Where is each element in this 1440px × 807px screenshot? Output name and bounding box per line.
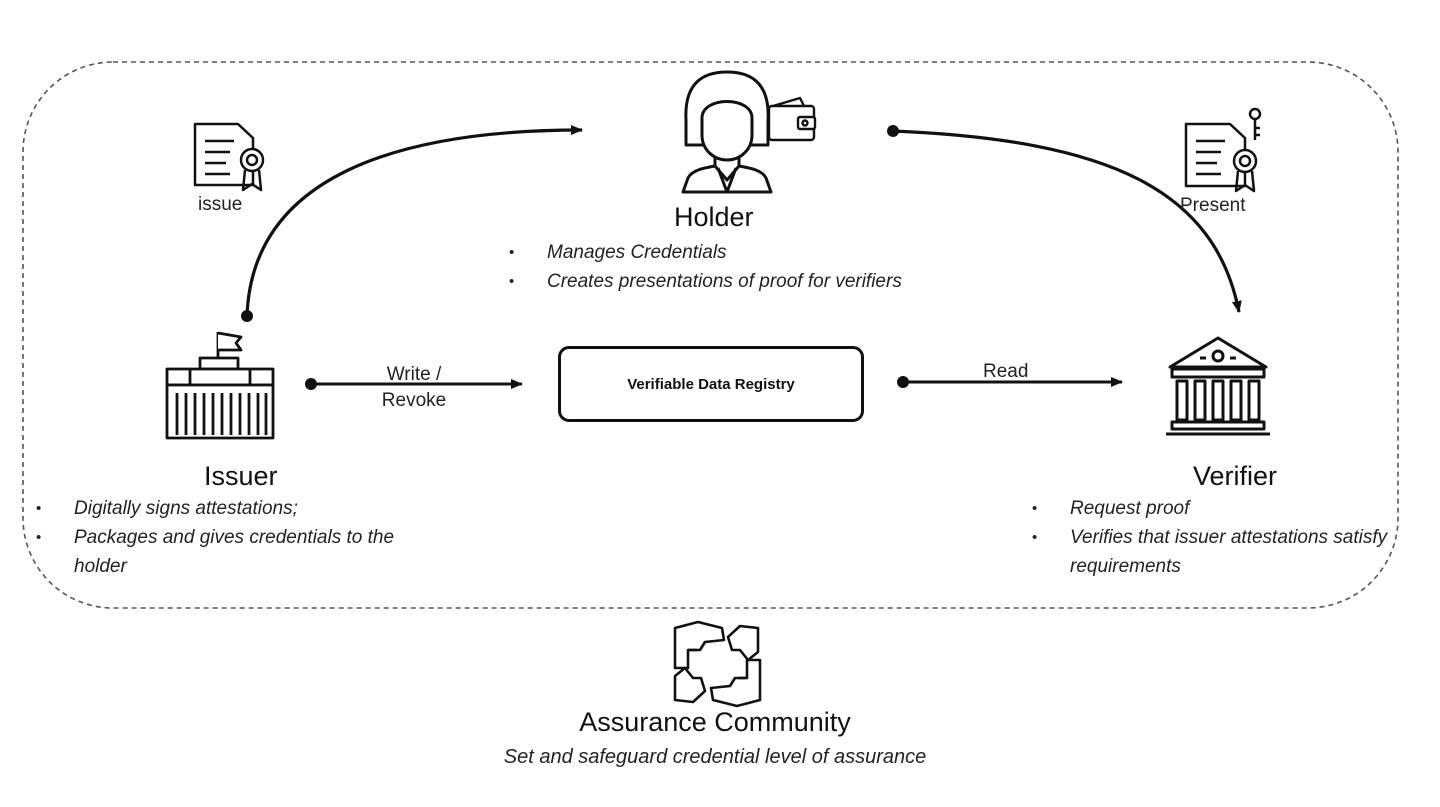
person-icon: [681, 70, 773, 194]
list-item: Manages Credentials: [509, 238, 919, 267]
present-arrow: [887, 125, 1242, 313]
read-arrow: [897, 376, 1123, 388]
issue-arrow: [241, 125, 583, 322]
issuer-bullets: Digitally signs attestations; Packages a…: [36, 494, 436, 581]
list-item: Digitally signs attestations;: [36, 494, 436, 523]
holder-bullets: Manages Credentials Creates presentation…: [509, 238, 919, 296]
bank-building-icon: [1166, 336, 1270, 436]
certificate-icon: [193, 122, 265, 192]
read-label: Read: [983, 361, 1029, 382]
issuer-title: Issuer: [204, 461, 278, 491]
present-label: Present: [1180, 195, 1246, 216]
verifiable-data-registry-box: Verifiable Data Registry: [558, 346, 864, 422]
community-title: Assurance Community: [579, 707, 851, 737]
list-item: Creates presentations of proof for verif…: [509, 267, 919, 296]
joined-hands-icon: [673, 620, 762, 708]
list-item: Request proof: [1032, 494, 1402, 523]
wallet-icon: [767, 96, 817, 142]
list-item: Packages and gives credentials to the ho…: [36, 523, 436, 581]
holder-title: Holder: [674, 202, 754, 232]
registry-label: Verifiable Data Registry: [627, 375, 795, 393]
list-item: Verifies that issuer attestations satisf…: [1032, 523, 1402, 581]
certificate-key-icon: [1184, 107, 1262, 193]
write-revoke-label: Write / Revoke: [381, 364, 447, 411]
issue-label: issue: [198, 194, 243, 215]
building-flag-icon: [165, 331, 275, 440]
verifier-title: Verifier: [1193, 461, 1278, 491]
ecosystem-boundary: [22, 61, 1399, 609]
write-revoke-arrow: [305, 378, 523, 390]
community-subtitle: Set and safeguard credential level of as…: [503, 746, 927, 768]
verifier-bullets: Request proof Verifies that issuer attes…: [1032, 494, 1402, 581]
